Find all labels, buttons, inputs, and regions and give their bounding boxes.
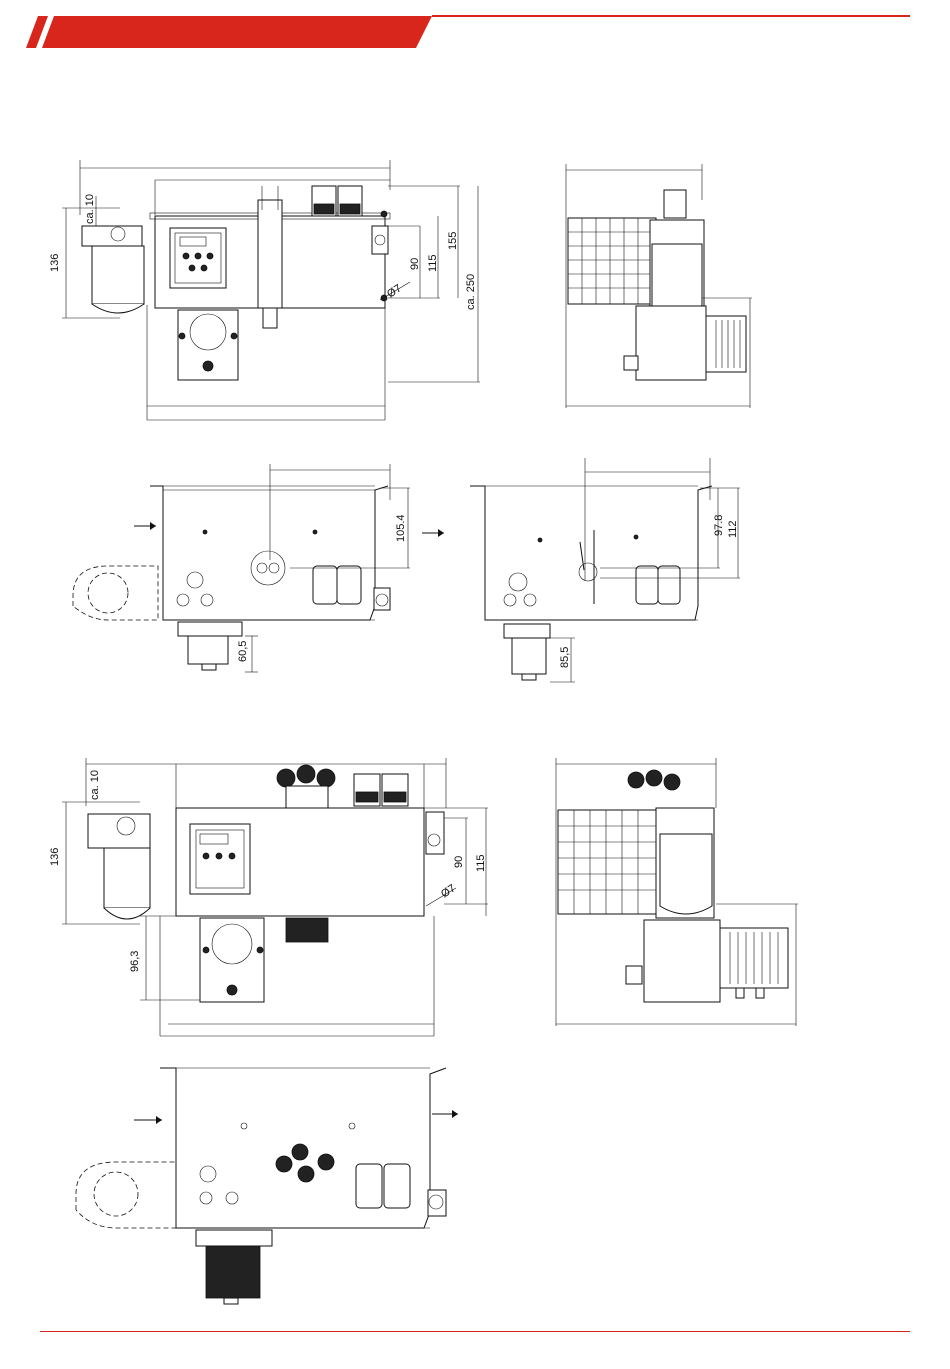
dim-96-3: 96,3 [129, 951, 141, 972]
dim-90-view5: 90 [453, 856, 465, 868]
view-side-2 [556, 758, 798, 1026]
dim-85-5: 85,5 [559, 647, 571, 668]
dim-105-4: 105.4 [395, 514, 407, 542]
dim-ca10-view5: ca. 10 [89, 770, 101, 800]
dim-d7-view5: Ø7 [439, 882, 458, 900]
view-plan-3 [76, 1068, 458, 1304]
dim-155-view1: 155 [447, 232, 459, 250]
dim-97-8: 97.8 [713, 515, 725, 536]
footer-rule [40, 1331, 910, 1332]
view-front-1: ca. 10 136 9 [49, 160, 480, 420]
view-plan-1: 105.4 60,5 [73, 464, 444, 672]
view-front-2: ca. 10 136 90 115 Ø7 [49, 758, 488, 1036]
dim-115-view1: 115 [427, 254, 439, 272]
dim-136-view5: 136 [49, 848, 61, 866]
dim-ca10-view1: ca. 10 [84, 194, 96, 224]
dim-136-view1: 136 [49, 254, 61, 272]
dim-112: 112 [727, 520, 739, 538]
dim-115-view5: 115 [475, 854, 487, 872]
dim-60-5: 60,5 [237, 641, 249, 662]
view-side-1 [566, 164, 752, 408]
dim-90-view1: 90 [409, 258, 421, 270]
dim-ca250-view1: ca. 250 [465, 274, 477, 310]
view-plan-2: 97.8 112 85,5 [470, 458, 740, 682]
